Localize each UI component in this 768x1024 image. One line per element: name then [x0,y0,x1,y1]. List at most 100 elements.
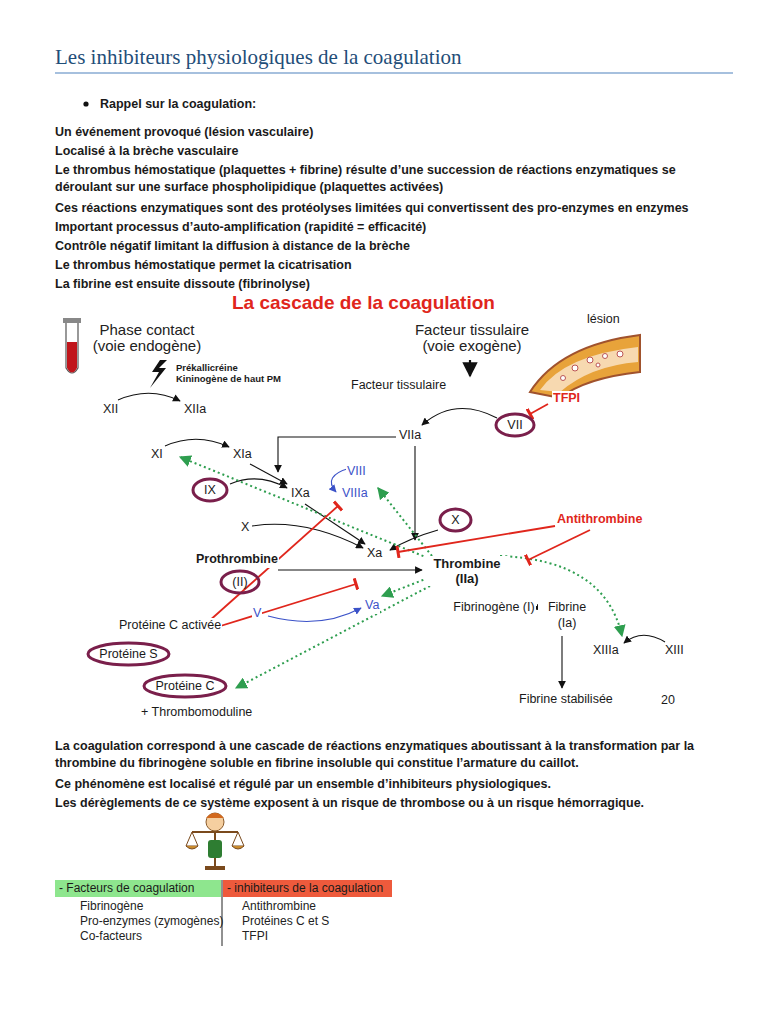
balance-cartoon [206,813,224,818]
factor-label: XI [150,447,164,463]
body-text: Les dérèglements de ce système exposent … [55,795,755,812]
lightning-icon [150,360,167,388]
table-cell: Co-facteurs [80,929,142,944]
factor-label: Facteur tissulaire [350,378,447,394]
factor-name: X [438,513,473,527]
factor-label: + Thrombomoduline [140,705,253,721]
factor-label: Thrombine (IIa) [424,556,510,586]
cofactor-label: VIII [346,464,367,480]
body-text: Contrôle négatif limitant la diffusion à… [55,238,755,255]
pathway-label: Phase contact (voie endogène) [88,322,206,354]
cofactor-label: V [252,606,262,622]
table-cell: Fibrinogène [80,899,143,914]
lightning-icon [150,360,167,388]
factor-label: Fibrine stabilisée [518,692,614,708]
table-header: - inhibiteurs de la coagulation [223,880,392,897]
activation-arrow [624,635,665,643]
note-text: Prékallicréine Kininogène de haut PM [176,362,291,384]
activation-arrow [469,360,471,376]
diagram-title: La cascade de la coagulation [232,291,495,315]
blood-tube-icon [63,318,81,323]
body-text: Le thrombus hémostatique permet la cicat… [55,257,755,274]
body-text: La coagulation correspond à une cascade … [55,738,727,772]
activation-arrow [561,636,562,688]
blood-tube-icon [67,342,77,373]
balance-cartoon [186,813,244,870]
page-number: 20 [660,693,676,709]
factor-label: VIIa [398,428,422,444]
lesion-illustration [572,365,578,371]
inhibition-line [214,584,356,628]
cofactor-label: Va [364,598,380,614]
activation-arrow [230,479,287,488]
page-title: Les inhibiteurs physiologiques de la coa… [55,44,462,70]
body-text: Ce phénomène est localisé et régulé par … [55,776,755,793]
thrombin-feedback-arrow [382,578,428,596]
thrombin-feedback-arrow [500,556,622,636]
factor-label: Fibrinogène (I) [452,600,536,616]
factor-circle: X [438,507,473,533]
activation-arrow [414,446,415,540]
activation-arrow [118,393,180,401]
factor-circle: IX [191,477,229,503]
table-cell: Antithrombine [242,899,316,914]
header-text: - inhibiteurs de la coagulation [227,880,392,895]
activation-arrow [118,360,665,688]
activation-arrow [305,504,365,544]
thrombin-feedback-arrow [180,457,622,688]
balance-cartoon [206,813,224,831]
cofactor-label: VIIIa [341,486,369,502]
illustration-label: lésion [586,312,621,328]
factor-label: Protéine C activée [118,618,222,634]
factor-label: Fibrine (Ia) [538,600,596,631]
balance-cartoon [205,866,225,870]
table-cell: TFPI [242,929,268,944]
thrombin-feedback-arrow [180,457,428,558]
body-text: Ces réactions enzymatiques sont des prot… [55,200,760,217]
pathway-label: Facteur tissulaire (voie exogène) [408,322,536,354]
header-text: - Facteurs de coagulation [59,880,221,895]
factor-label: X [240,520,250,536]
balance-cartoon [208,840,222,858]
factor-label: IXa [290,486,311,502]
thrombin-feedback-arrow [378,488,432,556]
lesion-illustration [540,347,638,392]
inhibition-line [398,526,555,552]
activation-arrow [278,437,396,472]
factor-circle: VII [494,412,536,438]
body-text: Le thrombus hémostatique (plaquettes + f… [55,162,727,196]
thrombin-feedback-arrow [236,586,430,688]
bullet-text: Rappel sur la coagulation: [100,96,256,113]
factor-label: Xa [366,546,383,562]
factor-name: VII [494,418,536,432]
factor-label: XIIIa [592,643,620,659]
inhibitor-label: TFPI [552,391,581,407]
factor-label: XIa [232,447,253,463]
body-text: Important processus d’auto-amplification… [55,219,755,236]
factor-label: Prothrombine [195,552,279,568]
factor-label: XIII [664,643,685,659]
factor-circle: Protéine C [142,673,228,699]
inhibition-line [208,404,590,628]
table-header: - Facteurs de coagulation [55,880,221,897]
factor-name: (II) [219,575,261,589]
lesion-illustration [596,363,600,367]
inhibition-line [528,530,590,560]
lesion-illustration [603,354,608,359]
lesion-illustration [587,357,593,363]
table-cell: Pro-enzymes (zymogènes) [80,914,223,929]
factor-circle: (II) [219,569,261,595]
factor-name: IX [191,483,229,497]
lesion-illustration [561,376,566,381]
activation-arrow [165,439,229,447]
blood-tube-icon [63,318,81,373]
blood-tube-icon [66,322,78,373]
factor-label: XII [102,402,119,418]
factor-label: XIIa [183,402,207,418]
activation-arrow [252,524,363,548]
factor-name: Protéine C [142,679,228,693]
inhibitor-label: Antithrombine [556,512,643,528]
activation-arrow [422,409,497,425]
table-cell: Protéines C et S [242,914,329,929]
